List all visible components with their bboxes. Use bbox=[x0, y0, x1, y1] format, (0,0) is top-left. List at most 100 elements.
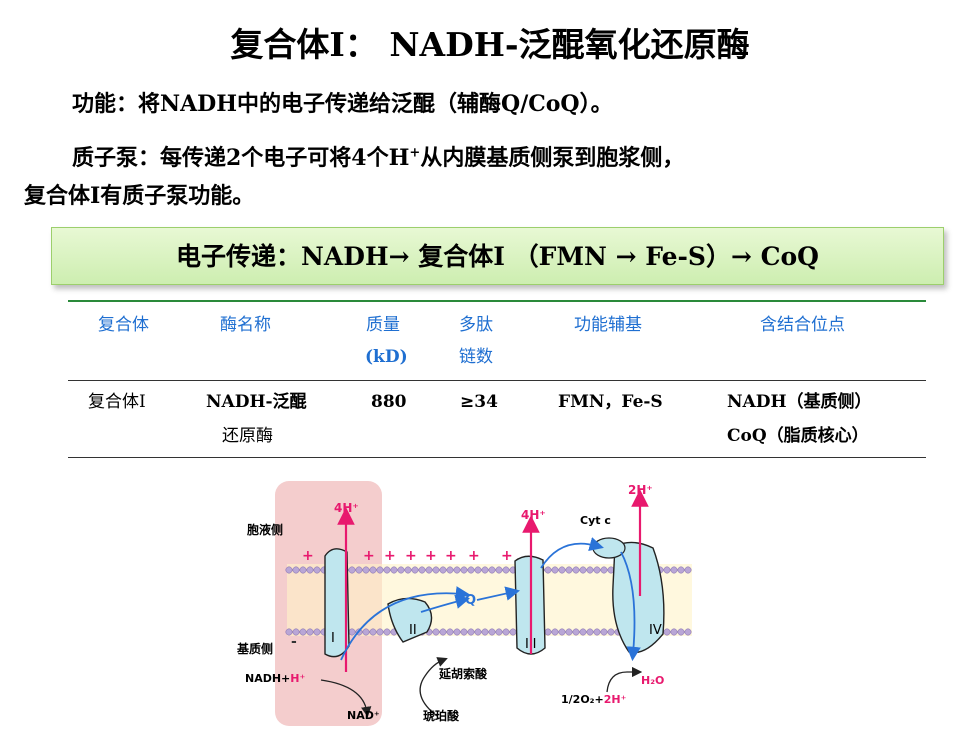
complex-I-label: I bbox=[331, 631, 335, 646]
proton-label-III: 4H⁺ bbox=[521, 508, 546, 522]
function-description: 功能：将NADH中的电子传递给泛醌（辅酶Q/CoQ）。 bbox=[72, 91, 613, 117]
lipid-head bbox=[670, 628, 678, 636]
lipid-head bbox=[600, 566, 608, 574]
lipid-head bbox=[586, 566, 594, 574]
respiratory-chain-diagram: 胞液侧 基质侧 + + + + + + + + + - - - I II III… bbox=[236, 481, 692, 726]
proton-label-IV: 2H⁺ bbox=[628, 483, 653, 497]
lipid-head bbox=[474, 566, 482, 574]
lipid-head bbox=[397, 566, 405, 574]
complex-II-label: II bbox=[409, 623, 417, 638]
lipid-head bbox=[425, 566, 433, 574]
electron-path-I-to-Q bbox=[340, 586, 471, 661]
header-complex: 复合体 bbox=[98, 315, 149, 335]
table-top-rule bbox=[68, 300, 926, 302]
lipid-head bbox=[481, 628, 489, 636]
table-header-rule bbox=[68, 380, 926, 381]
proton-pump-description-line2: 复合体I有质子泵功能。 bbox=[24, 183, 255, 209]
lipid-head bbox=[362, 566, 370, 574]
row-chains: ≥34 bbox=[460, 392, 498, 412]
lipid-head bbox=[600, 628, 608, 636]
svg-text:+: + bbox=[468, 548, 480, 564]
row-enzyme-l2: 还原酶 bbox=[222, 426, 273, 446]
lipid-head bbox=[390, 566, 398, 574]
lipid-head bbox=[558, 566, 566, 574]
header-chains-l2: 链数 bbox=[459, 347, 493, 367]
header-binding-site: 含结合位点 bbox=[760, 315, 845, 335]
header-chains: 多肽 bbox=[459, 315, 493, 335]
nad-label: NAD⁺ bbox=[347, 709, 380, 722]
proton-pump-text-b: 从内膜基质侧泵到胞浆侧， bbox=[420, 145, 685, 171]
svg-text:+: + bbox=[501, 548, 513, 564]
lipid-head bbox=[488, 628, 496, 636]
lipid-head bbox=[285, 628, 293, 636]
lipid-head bbox=[677, 566, 685, 574]
lipid-head bbox=[362, 628, 370, 636]
lipid-head bbox=[495, 628, 503, 636]
lipid-head bbox=[439, 566, 447, 574]
header-prosthetic: 功能辅基 bbox=[574, 315, 642, 335]
lipid-head bbox=[285, 566, 293, 574]
table-bottom-rule bbox=[68, 457, 926, 458]
lipid-head bbox=[418, 566, 426, 574]
lipid-head bbox=[565, 566, 573, 574]
lipid-head bbox=[299, 628, 307, 636]
row-site-l2: CoQ（脂质核心） bbox=[727, 426, 869, 446]
ubiquinone-label: Q bbox=[465, 593, 476, 608]
lipid-head bbox=[383, 566, 391, 574]
proton-pump-text-a: 质子泵：每传递2个电子可将4个H bbox=[72, 145, 410, 171]
lipid-head bbox=[663, 628, 671, 636]
header-mass: 质量 bbox=[366, 315, 400, 335]
svg-text:+: + bbox=[425, 548, 437, 564]
lipid-head bbox=[488, 566, 496, 574]
succinate-label: 琥珀酸 bbox=[423, 708, 460, 723]
proton-superscript: + bbox=[409, 145, 421, 161]
lipid-head bbox=[565, 628, 573, 636]
lipid-head bbox=[453, 566, 461, 574]
complex-IV-label: IV bbox=[649, 623, 662, 638]
lipid-head bbox=[348, 566, 356, 574]
lipid-head bbox=[292, 566, 300, 574]
fumarate-label: 延胡索酸 bbox=[438, 666, 488, 681]
lipid-head bbox=[593, 628, 601, 636]
lipid-head bbox=[502, 628, 510, 636]
lipid-head bbox=[453, 628, 461, 636]
nadh-label: NADH+H⁺ bbox=[245, 672, 305, 685]
succinate-reaction-arrow bbox=[419, 657, 448, 717]
lipid-head bbox=[348, 628, 356, 636]
lipid-head bbox=[593, 566, 601, 574]
lipid-head bbox=[313, 566, 321, 574]
lipid-head bbox=[292, 628, 300, 636]
row-enzyme-l1: NADH-泛醌 bbox=[206, 392, 307, 412]
lipid-head bbox=[306, 566, 314, 574]
electron-flow-box: 电子传递：NADH→ 复合体I （FMN → Fe-S）→ CoQ bbox=[51, 227, 944, 285]
lipid-head bbox=[579, 628, 587, 636]
lipid-head bbox=[663, 566, 671, 574]
lipid-head bbox=[446, 566, 454, 574]
lipid-head bbox=[411, 566, 419, 574]
lipid-head bbox=[684, 566, 692, 574]
lipid-head bbox=[474, 628, 482, 636]
proton-label-I: 4H⁺ bbox=[334, 501, 359, 515]
row-complex: 复合体Ⅰ bbox=[88, 392, 146, 412]
svg-text:-: - bbox=[291, 634, 297, 650]
lipid-head bbox=[299, 566, 307, 574]
lipid-head bbox=[432, 566, 440, 574]
lipid-head bbox=[677, 628, 685, 636]
lipid-head bbox=[404, 566, 412, 574]
proton-pump-description-line1: 质子泵：每传递2个电子可将4个H+从内膜基质侧泵到胞浆侧， bbox=[72, 140, 684, 172]
lipid-head bbox=[467, 628, 475, 636]
lipid-head bbox=[383, 628, 391, 636]
matrix-side-label: 基质侧 bbox=[236, 641, 273, 656]
svg-text:+: + bbox=[445, 548, 457, 564]
lipid-head bbox=[439, 628, 447, 636]
svg-text:+: + bbox=[405, 548, 417, 564]
electron-path-II-to-Q bbox=[420, 594, 470, 613]
lipid-head bbox=[544, 566, 552, 574]
lipid-head bbox=[460, 628, 468, 636]
lipid-head bbox=[551, 628, 559, 636]
svg-text:+: + bbox=[363, 548, 375, 564]
row-site-l1: NADH（基质侧） bbox=[727, 392, 872, 412]
cyt-c-label: Cyt c bbox=[580, 514, 611, 527]
lipid-head bbox=[670, 566, 678, 574]
svg-text:+: + bbox=[302, 548, 314, 564]
